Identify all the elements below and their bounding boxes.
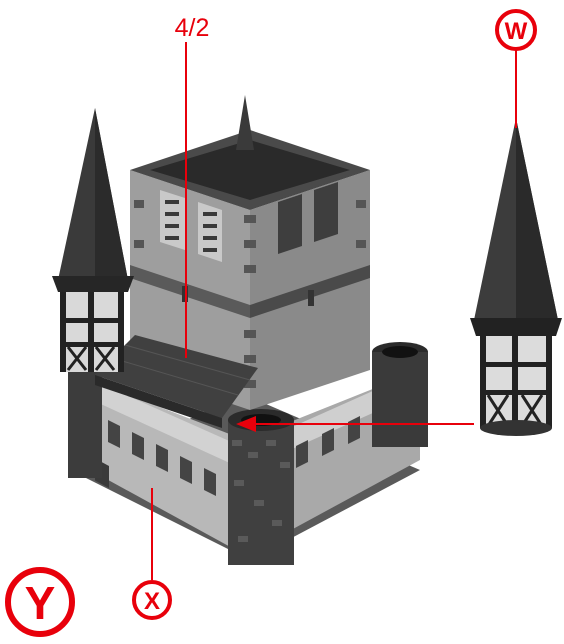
callout-w: W — [497, 11, 535, 128]
part-ref-label: 4/2 — [175, 14, 210, 42]
left-spire-tower — [52, 108, 134, 372]
spire-tower-w — [470, 118, 562, 436]
step-marker-y: Y — [8, 570, 72, 634]
y-label: Y — [25, 577, 56, 629]
x-label: X — [144, 588, 160, 615]
w-label: W — [505, 18, 528, 45]
